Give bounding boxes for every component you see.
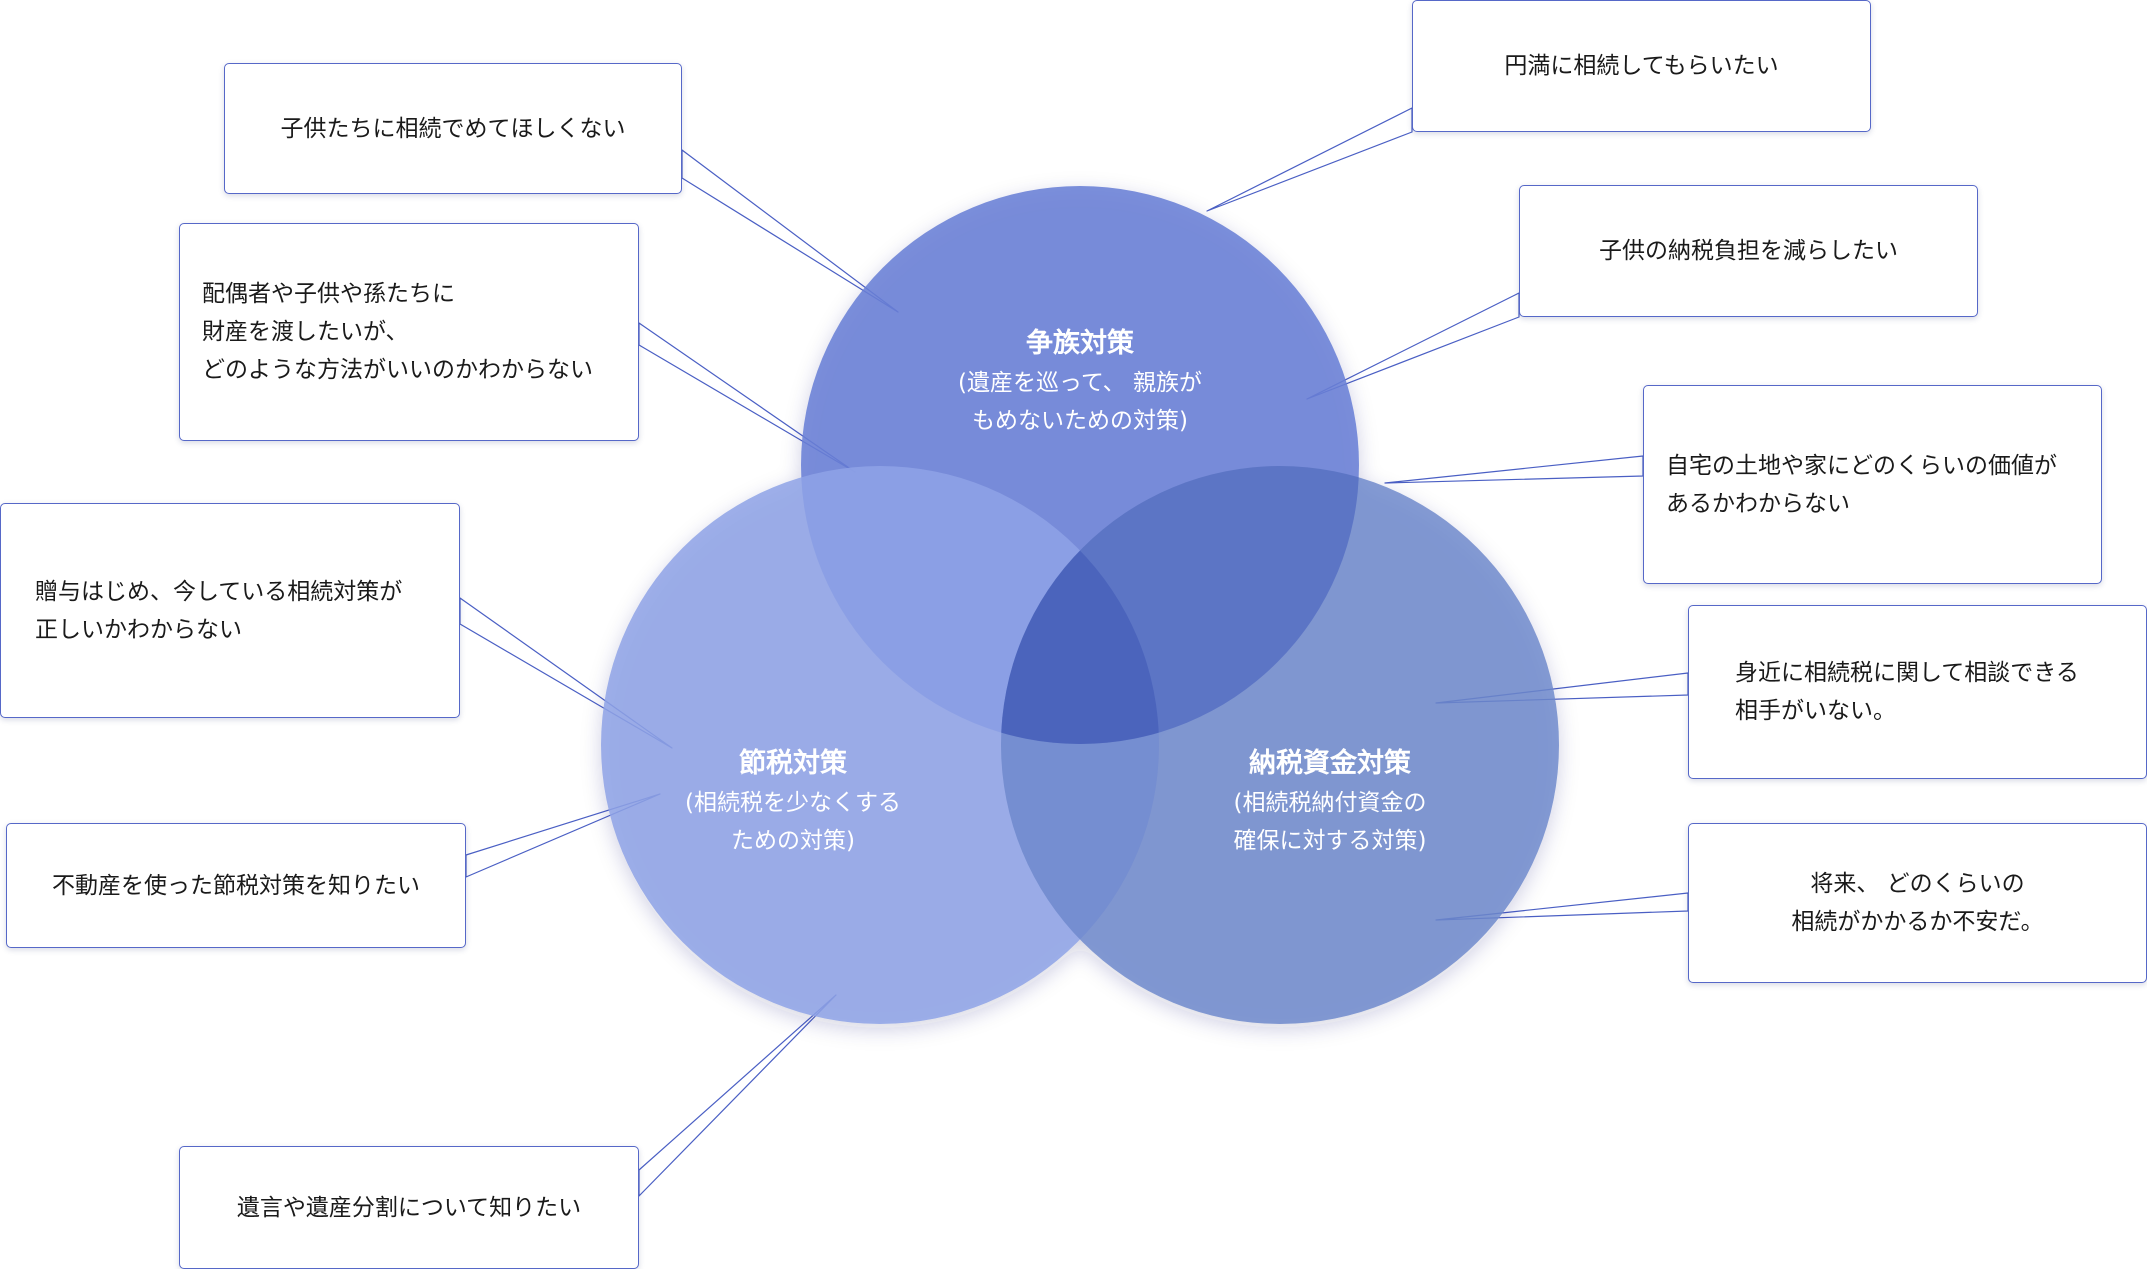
callout-text: 自宅の土地や家にどのくらいの価値が あるかわからない	[1666, 452, 2057, 517]
callout-shourai: 将来、 どのくらいの 相続がかかるか不安だ。	[1688, 823, 2147, 983]
callout-text: 円満に相続してもらいたい	[1504, 53, 1779, 79]
callout-zouyo: 贈与はじめ、今している相続対策が 正しいかわからない	[0, 503, 460, 718]
callout-text: 子供たちに相続でめてほしくない	[280, 115, 626, 142]
circle-title-souzoku: 争族対策	[1025, 328, 1134, 359]
callout-text: 将来、 どのくらいの 相続がかかるか不安だ。	[1791, 871, 2044, 935]
callout-kodomo-souzoku: 子供たちに相続でめてほしくない	[224, 63, 682, 194]
circle-setsuzei	[601, 466, 1159, 1024]
circle-subtitle-souzoku: (遺産を巡って、 親族が もめないための対策)	[958, 370, 1202, 434]
circle-title-nouzei: 納税資金対策	[1248, 748, 1411, 779]
circle-subtitle-setsuzei: (相続税を少なくする ための対策)	[685, 790, 901, 854]
callout-haiguusha: 配偶者や子供や孫たちに 財産を渡したいが、 どのような方法がいいのかわからない	[179, 223, 639, 441]
callout-text: 不動産を使った節税対策を知りたい	[52, 872, 420, 899]
overlap-top-right	[1001, 466, 1359, 744]
connector-jitaku	[1384, 455, 1644, 484]
circle-subtitle-nouzei: (相続税納付資金の 確保に対する対策)	[1233, 790, 1427, 854]
circle-title-setsuzei: 節税対策	[738, 748, 847, 779]
connector-kodomo-souzoku	[681, 149, 899, 313]
callout-text: 身近に相続税に関して相談できる 相手がいない。	[1735, 660, 2079, 724]
callout-text: 配偶者や子供や孫たちに 財産を渡したいが、 どのような方法がいいのかわからない	[202, 281, 593, 383]
callout-connectors	[459, 107, 1689, 1197]
callout-jitaku: 自宅の土地や家にどのくらいの価値が あるかわからない	[1643, 385, 2102, 584]
circle-label-souzoku: 争族対策 (遺産を巡って、 親族が もめないための対策)	[958, 324, 1202, 440]
callout-fudousan: 不動産を使った節税対策を知りたい	[6, 823, 466, 948]
callout-text: 遺言や遺産分割について知りたい	[236, 1194, 582, 1221]
connector-yuigon	[638, 994, 837, 1197]
callout-enman: 円満に相続してもらいたい	[1412, 0, 1871, 132]
callout-nouzei-futan: 子供の納税負担を減らしたい	[1519, 185, 1978, 317]
circle-nouzei	[1001, 466, 1559, 1024]
callout-yuigon: 遺言や遺産分割について知りたい	[179, 1146, 639, 1269]
connector-haiguusha	[638, 322, 856, 473]
connector-enman	[1206, 107, 1413, 212]
callout-mijika: 身近に相続税に関して相談できる 相手がいない。	[1688, 605, 2147, 779]
circle-label-nouzei: 納税資金対策 (相続税納付資金の 確保に対する対策)	[1234, 744, 1427, 860]
circle-label-setsuzei: 節税対策 (相続税を少なくする ための対策)	[685, 744, 901, 860]
callout-text: 子供の納税負担を減らしたい	[1599, 238, 1898, 264]
callout-text: 贈与はじめ、今している相続対策が 正しいかわからない	[35, 578, 403, 643]
